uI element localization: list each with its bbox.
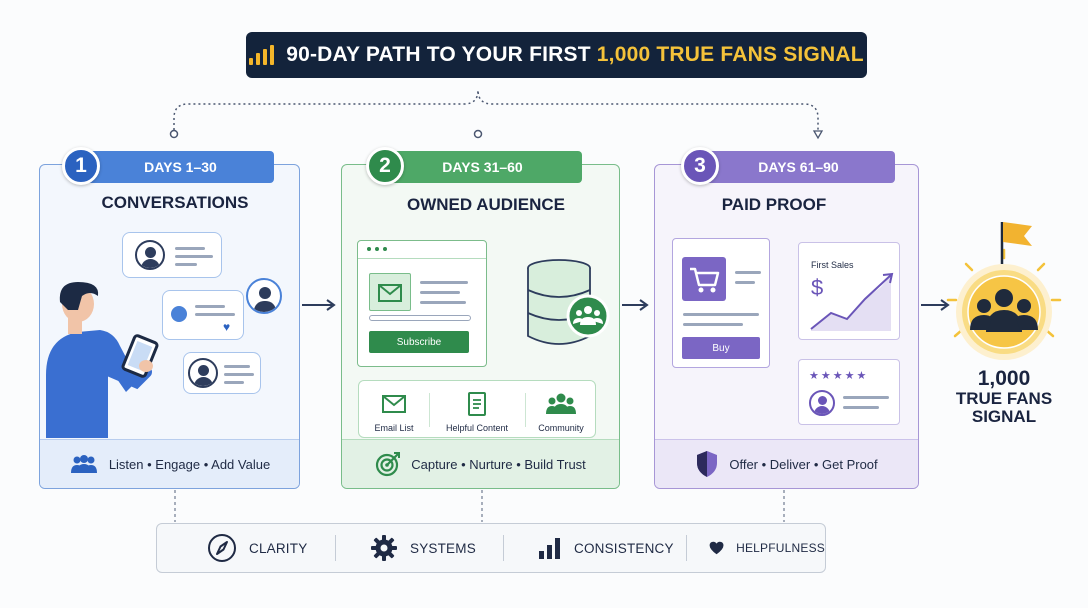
shopping-cart-icon — [682, 257, 726, 301]
phase-2-days: DAYS 31–60 — [383, 151, 582, 183]
phase-1-number: 1 — [62, 147, 100, 185]
five-stars-icon: ★★★★★ — [809, 370, 869, 382]
phase-3-title: PAID PROOF — [721, 195, 827, 214]
principle-helpfulness-label: HELPFULNESS — [736, 541, 825, 555]
dollar-icon: $ — [811, 275, 824, 300]
buy-button[interactable]: Buy — [682, 337, 760, 359]
principle-systems: SYSTEMS — [336, 524, 503, 572]
target-icon — [376, 452, 401, 477]
title-bar: 90-DAY PATH TO YOUR FIRST 1,000 TRUE FAN… — [246, 32, 867, 78]
phase-3-number: 3 — [681, 147, 719, 185]
phase-2-footer: Capture • Nurture • Build Trust — [342, 439, 619, 488]
phase-2-number: 2 — [366, 147, 404, 185]
user-avatar-icon — [188, 358, 218, 388]
user-avatar-icon — [135, 240, 165, 270]
user-avatar-icon — [246, 278, 282, 314]
phase-3-footer-text: Offer • Deliver • Get Proof — [729, 456, 878, 472]
asset-community: Community — [525, 381, 597, 439]
principle-systems-label: SYSTEMS — [410, 540, 476, 556]
envelope-icon — [369, 273, 411, 311]
phase-1-title: CONVERSATIONS — [101, 193, 249, 212]
heart-icon — [709, 541, 724, 555]
asset-helpful-content: Helpful Content — [429, 381, 525, 439]
profile-dot-icon — [171, 306, 187, 322]
chat-bubble — [122, 232, 222, 278]
title-main: 90-DAY PATH TO YOUR FIRST — [286, 43, 597, 66]
community-icon — [546, 393, 576, 414]
user-avatar-icon — [809, 390, 835, 416]
growth-chart-icon — [810, 272, 894, 331]
first-sales-chart-card: First Sales $ — [798, 242, 900, 340]
bar-chart-icon — [539, 538, 560, 559]
phase-2-footer-text: Capture • Nurture • Build Trust — [411, 456, 586, 472]
result-line-2: TRUE FANS — [955, 389, 1053, 409]
people-icon — [70, 455, 97, 473]
document-icon — [468, 392, 486, 416]
signal-bars-icon — [249, 45, 275, 65]
true-fans-signal-label: 1,000 TRUE FANS SIGNAL — [944, 367, 1064, 426]
principle-helpfulness: HELPFULNESS — [687, 524, 825, 572]
database-icon — [527, 259, 610, 345]
result-line-3: SIGNAL — [971, 406, 1037, 426]
phase-3-days: DAYS 61–90 — [702, 151, 895, 183]
phase-1-days: DAYS 1–30 — [87, 151, 274, 183]
heart-icon: ♥ — [223, 320, 231, 334]
phase-1-footer-text: Listen • Engage • Add Value — [108, 456, 271, 472]
compass-icon — [208, 534, 236, 562]
title-accent: 1,000 TRUE FANS SIGNAL — [596, 43, 864, 66]
shield-icon — [697, 451, 718, 477]
principles-bar: CLARITY SYSTEMS CONSIST — [156, 523, 826, 573]
chat-bubble: ♥ — [162, 290, 244, 340]
asset-email-list: Email List — [359, 381, 429, 439]
asset-helpful-content-label: Helpful Content — [445, 423, 509, 433]
subscribe-button[interactable]: Subscribe — [369, 331, 469, 353]
asset-community-label: Community — [538, 423, 584, 433]
principle-consistency: CONSISTENCY — [504, 524, 686, 572]
true-fans-signal-graphic — [946, 222, 1062, 360]
asset-email-list-label: Email List — [374, 423, 414, 433]
gear-icon — [371, 535, 397, 561]
principle-clarity-label: CLARITY — [249, 540, 308, 556]
phase-1-footer: Listen • Engage • Add Value — [40, 439, 299, 488]
audience-assets-panel: Email List Helpful Content Community — [358, 380, 596, 438]
chat-bubble — [183, 352, 261, 394]
phase-2-title: OWNED AUDIENCE — [406, 195, 566, 214]
person-with-tablet-illustration — [46, 282, 159, 438]
principle-consistency-label: CONSISTENCY — [574, 540, 674, 556]
result-number: 1,000 — [977, 367, 1031, 390]
review-card: ★★★★★ — [798, 359, 900, 425]
first-sales-label: First Sales — [811, 260, 854, 270]
phase-3-footer: Offer • Deliver • Get Proof — [655, 439, 918, 488]
principle-clarity: CLARITY — [157, 524, 335, 572]
envelope-icon — [382, 395, 406, 413]
